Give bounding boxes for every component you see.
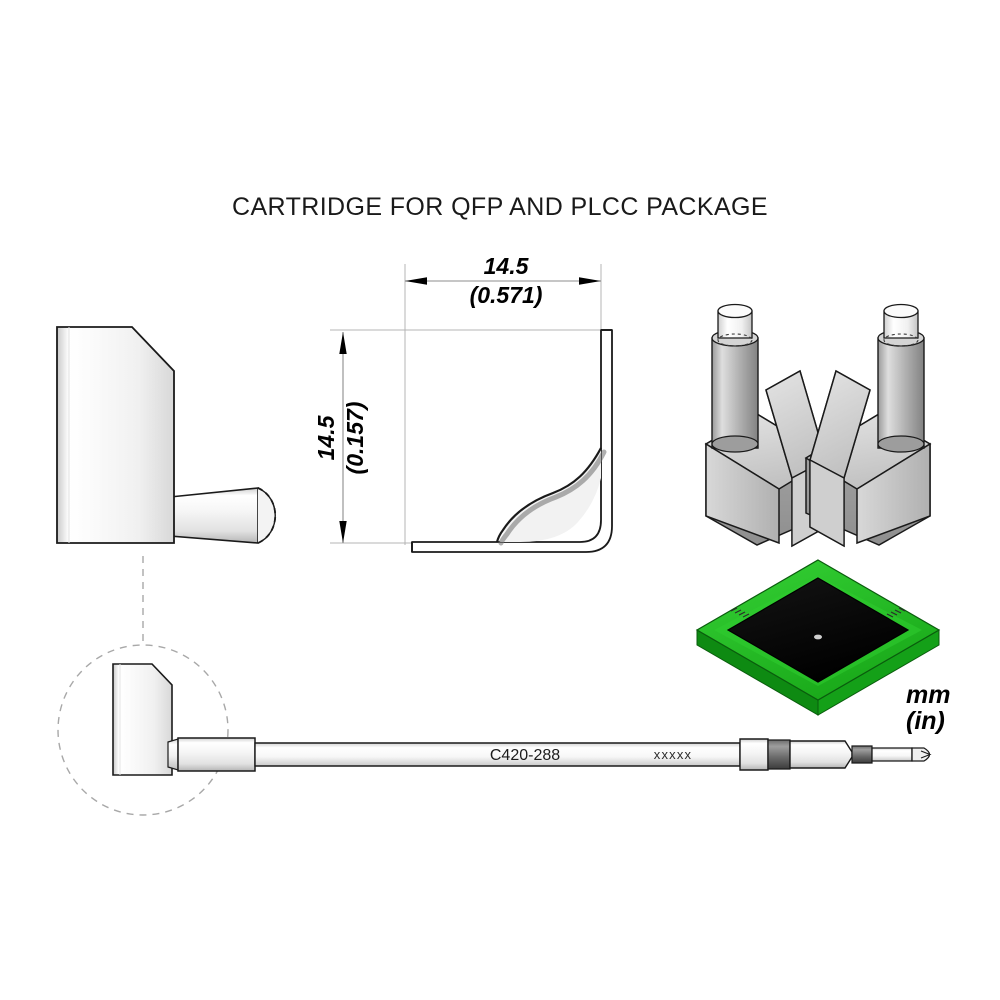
units-in: (in) — [906, 707, 945, 735]
right-tip-jaw-inner-face — [809, 458, 845, 548]
cartridge-tip — [112, 663, 179, 776]
detail-circle-outline — [57, 644, 229, 816]
width-arrow-right — [579, 277, 601, 285]
right-post-top-face — [883, 303, 919, 319]
left-post-seam — [717, 333, 753, 347]
l-profile-geometry — [411, 329, 613, 553]
side-elevation-view — [56, 326, 277, 544]
height-arrow-bottom — [339, 521, 347, 543]
page-title: CARTRIDGE FOR QFP AND PLCC PACKAGE — [232, 193, 768, 221]
right-post-seam — [883, 333, 919, 347]
cartridge-rear-ring — [851, 745, 873, 764]
units-label: mm (in) — [906, 681, 950, 735]
fillet-shading-band — [498, 449, 607, 546]
cartridge-rear-step-2 — [789, 740, 853, 769]
height-dimension-in: (0.157) — [342, 402, 368, 475]
left-tip-lower-side-face — [705, 442, 780, 545]
right-post-base-collar — [877, 435, 925, 453]
qfp-pin1-marker — [814, 634, 822, 640]
right-tip-lower-side-face — [856, 442, 931, 545]
cartridge-batch-marking: xxxxx — [654, 747, 693, 762]
cartridge-tip-neck — [167, 738, 179, 771]
isometric-tip-pair-view — [704, 303, 932, 548]
width-dimension-in: (0.571) — [470, 282, 543, 308]
left-post-top-face — [717, 303, 753, 319]
right-post-barrel — [877, 337, 925, 449]
left-post-base-collar — [711, 435, 759, 453]
cartridge-contact-ring — [767, 739, 791, 770]
fillet-edge-outer — [495, 447, 602, 543]
stub-barrel — [169, 487, 259, 544]
height-dimension-mm: 14.5 — [313, 414, 339, 460]
detail-circle-view — [57, 556, 229, 816]
cartridge-rear-step-1 — [739, 738, 769, 771]
qfp-package-on-pcb — [695, 559, 941, 716]
units-mm: mm — [906, 681, 950, 709]
height-arrow-top — [339, 332, 347, 354]
iso-tip-left — [704, 303, 832, 548]
cartridge-ferrule — [177, 737, 256, 772]
cartridge-pin-tip-chamfer — [920, 750, 932, 759]
width-arrow-left — [405, 277, 427, 285]
l-profile-section-view: 14.5 (0.571) 14.5 (0.157) — [313, 253, 613, 553]
stub-cut-face — [257, 487, 276, 544]
height-dimension: 14.5 (0.157) — [313, 332, 368, 543]
width-dimension: 14.5 (0.571) — [405, 253, 601, 308]
cartridge-part-number: C420-288 — [490, 747, 560, 764]
iso-tip-right — [804, 303, 932, 548]
side-view-body — [56, 326, 175, 544]
qfp-chip-body — [726, 577, 910, 683]
cartridge-pin-tip — [911, 747, 931, 762]
left-post-barrel — [711, 337, 759, 449]
cartridge-tip-blade — [112, 663, 173, 776]
full-cartridge-view: C420-288 xxxxx — [112, 663, 932, 776]
cartridge-pin-shaft — [871, 747, 913, 762]
width-dimension-mm: 14.5 — [484, 253, 530, 279]
